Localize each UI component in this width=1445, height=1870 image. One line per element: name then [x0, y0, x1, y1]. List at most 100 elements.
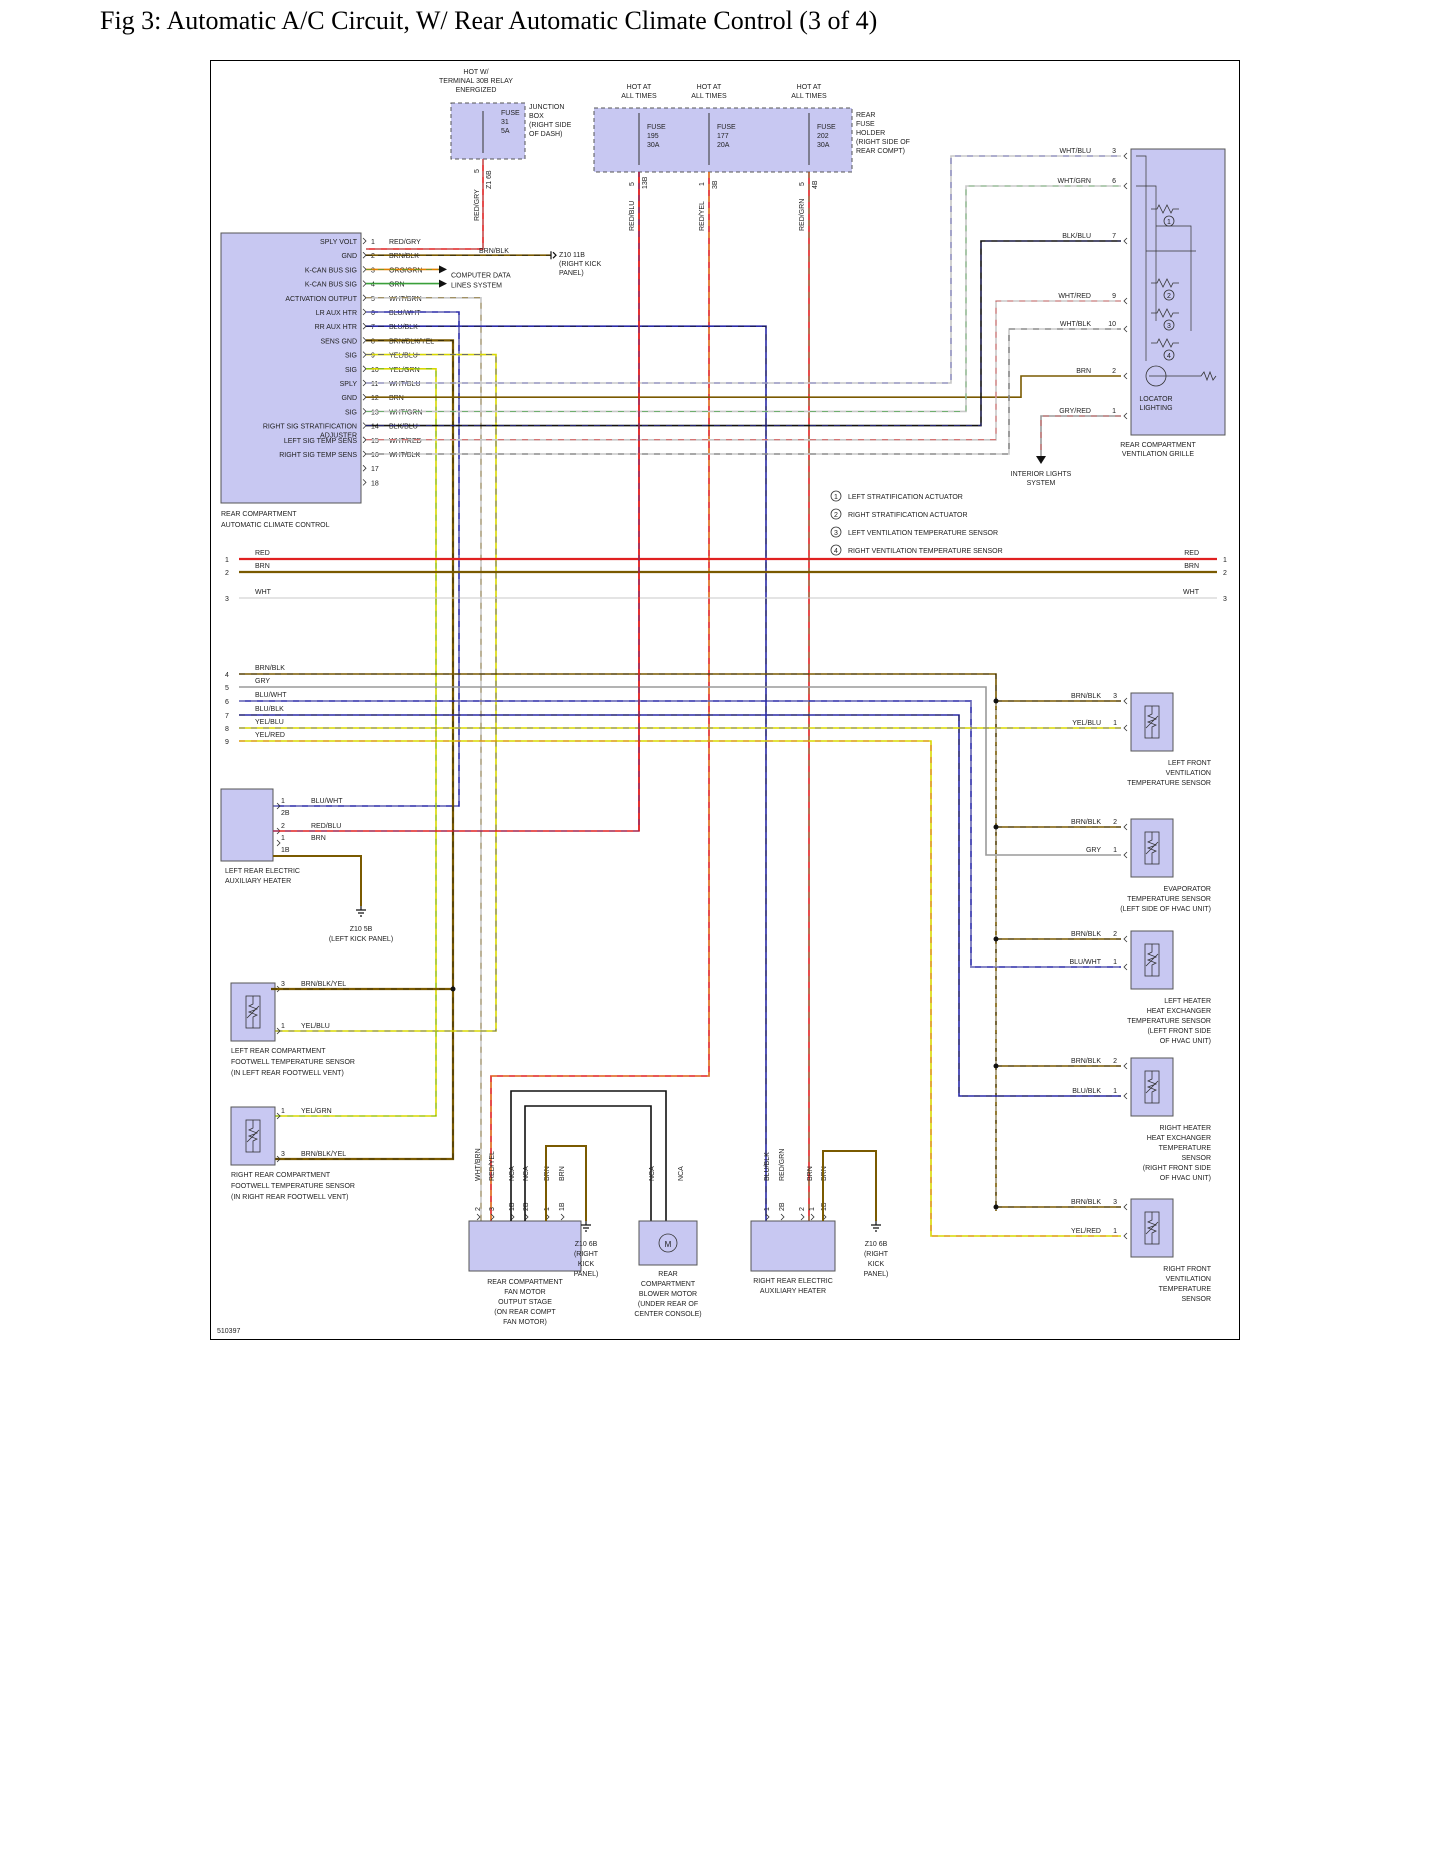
blower-motor	[638, 1220, 698, 1266]
right-heater-chevron	[765, 1213, 770, 1221]
control-pin-func: SIG	[345, 353, 357, 360]
fan-stage-wire-label: WHT/BRN	[475, 1148, 482, 1181]
page-title: Fig 3: Automatic A/C Circuit, W/ Rear Au…	[100, 6, 878, 35]
grille-pin-chevron	[1123, 372, 1128, 380]
sensor-label: SENSOR	[1181, 1296, 1211, 1303]
control-pin-func: GND	[341, 253, 357, 260]
control-pin-wire: BLU/BLK	[389, 324, 418, 331]
data-arrow-icon	[439, 265, 447, 274]
actuator-number: 3	[1167, 323, 1171, 330]
right-heater-label: RIGHT REAR ELECTRIC	[753, 1278, 833, 1285]
fan-ground-label: KICK	[578, 1261, 595, 1268]
sensor-pin-number: 2	[1113, 1058, 1117, 1065]
sensor-pin-chevron	[1123, 1062, 1128, 1070]
splice-dot	[993, 698, 999, 704]
control-pin-func: RIGHT SIG TEMP SENS	[279, 452, 357, 459]
junction-hot-label: TERMINAL 30B RELAY	[439, 78, 513, 85]
blower-label: COMPARTMENT	[641, 1281, 696, 1288]
actuator-number-circle	[1163, 319, 1175, 331]
control-pin-wire: ORG/GRN	[389, 267, 422, 274]
wire-red-blu-heater-stripe	[273, 172, 640, 832]
junction-box-label: JUNCTION	[529, 104, 564, 111]
rear-fuse-label: REAR COMPT)	[856, 148, 905, 155]
splice-dot	[450, 986, 456, 992]
wire-brn-fan-ground	[545, 1145, 587, 1221]
control-pin-chevron	[362, 308, 367, 316]
legend-number-circle	[830, 508, 842, 520]
wire-red-gry-stripe	[366, 159, 484, 250]
sensor-label: OF HVAC UNIT)	[1160, 1038, 1211, 1045]
right-heater-pin: 2B	[779, 1202, 786, 1211]
left-bus-wire-label: GRY	[255, 678, 270, 685]
left-bus-wire-label: BLU/WHT	[255, 692, 287, 699]
thermistor-icon-symbol	[1145, 944, 1159, 976]
interior-lights-arrow-icon	[1036, 456, 1046, 464]
rear-fuse-label: (RIGHT SIDE OF	[856, 139, 910, 146]
junction-hot-label: ENERGIZED	[456, 87, 497, 94]
wire-brn-grille	[366, 375, 1121, 398]
fuse-label: FUSE	[817, 124, 836, 131]
heater-pin-connector: 1B	[281, 847, 290, 854]
wire-wht-blk	[366, 328, 1121, 455]
footwell-label: RIGHT REAR COMPARTMENT	[231, 1172, 331, 1179]
rheater-ground-label: (RIGHT	[864, 1251, 889, 1258]
control-pin-number: 17	[371, 466, 379, 473]
control-pin-wire: WHT/BLU	[389, 381, 421, 388]
control-pin-func: GND	[341, 395, 357, 402]
fuse-label: 20A	[717, 142, 730, 149]
sensor-label: (LEFT FRONT SIDE	[1147, 1028, 1211, 1035]
control-pin-func: SENS GND	[320, 338, 357, 345]
wire-nca-1	[510, 1090, 667, 1221]
fan-ground-label: Z10 6B	[575, 1241, 598, 1248]
sensor-pin-number: 3	[1113, 1199, 1117, 1206]
control-pin-chevron	[362, 450, 367, 458]
control-pin-chevron	[362, 422, 367, 429]
control-pin-number: 8	[371, 338, 375, 345]
grille-pin-chevron	[1123, 412, 1128, 420]
fan-stage-label: (ON REAR COMPT	[494, 1309, 556, 1316]
sensor-pin-number: 1	[1113, 959, 1117, 966]
wire-gry-red	[1040, 415, 1121, 456]
control-pin-number: 7	[371, 324, 375, 331]
interior-lights-label: INTERIOR LIGHTS	[1011, 471, 1072, 478]
legend-number: 2	[834, 512, 838, 519]
footwell-label: FOOTWELL TEMPERATURE SENSOR	[231, 1183, 355, 1190]
right-heater-label: AUXILIARY HEATER	[760, 1288, 826, 1295]
sensor-label: VENTILATION	[1166, 770, 1211, 777]
fan-stage-chevron	[524, 1213, 529, 1221]
wire-blu-blk	[366, 325, 767, 1221]
bus-number: 3	[225, 596, 229, 603]
actuator-icon	[1151, 308, 1179, 318]
legend-text: RIGHT STRATIFICATION ACTUATOR	[848, 512, 968, 519]
bus-number: 2	[1223, 570, 1227, 577]
left-bus-wire-label: YEL/RED	[255, 732, 285, 739]
right-heater-chevron	[800, 1213, 805, 1221]
bus-number: 3	[1223, 596, 1227, 603]
control-pin-chevron	[362, 351, 367, 358]
control-pin-func: RIGHT SIG STRATIFICATION	[263, 424, 357, 431]
control-pin-wire: RED/GRY	[389, 239, 421, 246]
control-pin-chevron	[362, 379, 367, 387]
grille-pin-number: 7	[1112, 233, 1116, 240]
footwell-pin-chevron	[276, 1027, 281, 1035]
actuator-number: 4	[1167, 353, 1171, 360]
actuator-number: 2	[1167, 293, 1171, 300]
thermistor-icon-symbol	[1145, 832, 1159, 864]
control-pin-wire: BRN/BLK	[389, 253, 419, 260]
sensor-label: SENSOR	[1181, 1155, 1211, 1162]
ground-icon	[871, 1221, 881, 1232]
wire-wht-brn-stripe	[366, 297, 482, 1221]
fuse-label: 195	[647, 133, 659, 140]
right-heater-pin: 1	[764, 1207, 771, 1211]
bus-number: 2	[225, 570, 229, 577]
grille-internal-wiring	[1136, 155, 1196, 361]
fan-stage-wire-label: NCA	[523, 1166, 530, 1181]
fan-stage-pin: 1B	[559, 1202, 566, 1211]
control-pin-number: 10	[371, 367, 379, 374]
right-heater-pin: 1	[809, 1207, 816, 1211]
blower-label: (UNDER REAR OF	[638, 1301, 698, 1308]
ground-wire-label: BRN/BLK	[479, 248, 509, 255]
control-pin-chevron	[362, 464, 367, 472]
junction-box	[450, 102, 526, 160]
left-bus-wire-label: BRN/BLK	[255, 665, 285, 672]
